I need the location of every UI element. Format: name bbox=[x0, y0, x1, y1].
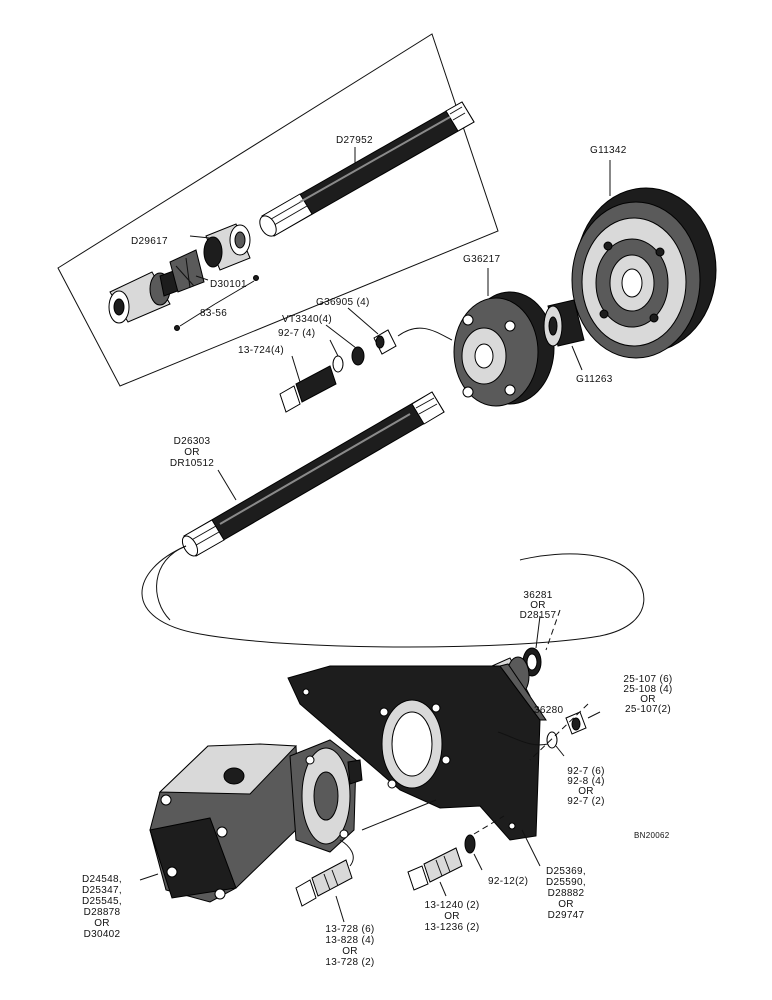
label-92-12: 92-12(2) bbox=[488, 876, 528, 887]
label-d27952: D27952 bbox=[336, 135, 373, 146]
shaft-d26303 bbox=[181, 391, 445, 557]
label-36280: 36280 bbox=[534, 705, 563, 716]
leader-d25369 bbox=[521, 829, 541, 867]
leader-d26303 bbox=[217, 469, 237, 501]
set-screw bbox=[253, 275, 259, 281]
washer-92-7 bbox=[332, 355, 344, 373]
leader-25-107 bbox=[587, 711, 601, 719]
label-vt3340: VT3340(4) bbox=[282, 314, 332, 325]
leader-83-56a bbox=[214, 280, 255, 305]
bolt-13-1240 bbox=[407, 847, 463, 891]
label-d29617: D29617 bbox=[131, 236, 168, 247]
leader-36281 bbox=[535, 615, 541, 649]
label-83-56: 83-56 bbox=[200, 308, 227, 319]
leader-13-728 bbox=[335, 895, 345, 923]
hub-g36217 bbox=[453, 291, 555, 407]
centerline-lower bbox=[473, 815, 505, 835]
set-screw bbox=[174, 325, 180, 331]
bolt-13-728 bbox=[295, 859, 353, 907]
spider-insert-d30101 bbox=[169, 249, 205, 293]
label-g36905: G36905 (4) bbox=[316, 297, 370, 308]
label-g11342: G11342 bbox=[590, 145, 627, 156]
nut-g36905 bbox=[373, 329, 397, 355]
shaft-centerline bbox=[361, 799, 437, 831]
centerline-upper bbox=[545, 609, 561, 651]
leader-vt3340 bbox=[325, 324, 357, 349]
leader-d29617 bbox=[189, 235, 211, 239]
leader-13-724 bbox=[291, 355, 301, 383]
centerline-right bbox=[529, 703, 589, 761]
bolt-13-724 bbox=[279, 365, 337, 413]
leader-loop bbox=[141, 545, 645, 648]
bushing-g11263 bbox=[543, 299, 585, 347]
leader-loop-end bbox=[156, 545, 187, 621]
leader-92-12 bbox=[473, 853, 483, 871]
label-g11263: G11263 bbox=[576, 374, 613, 385]
label-92-7: 92-7 (4) bbox=[278, 328, 315, 339]
pulley-g11342 bbox=[571, 187, 717, 359]
inset-box bbox=[57, 33, 499, 387]
leader-washer-to-plate bbox=[497, 731, 549, 746]
leader-g11263 bbox=[571, 345, 583, 371]
washer-92-12 bbox=[464, 834, 476, 854]
label-13-724: 13-724(4) bbox=[238, 345, 284, 356]
coupling-hub bbox=[203, 223, 251, 271]
leader-d30101 bbox=[195, 275, 209, 281]
leader-83-56b bbox=[179, 303, 216, 327]
label-g36217: G36217 bbox=[463, 254, 501, 265]
leader-g36905 bbox=[347, 307, 379, 335]
nut-25-107 bbox=[565, 711, 587, 735]
leader-d24548 bbox=[139, 873, 159, 881]
coupling-d29617 bbox=[108, 269, 181, 324]
label-d30101: D30101 bbox=[210, 279, 247, 290]
leader-bolt-to-pump bbox=[339, 839, 354, 867]
leader-92-7 bbox=[329, 339, 339, 357]
leader-13-1240 bbox=[439, 881, 447, 897]
washer-92-7-right bbox=[546, 731, 558, 749]
leader-hardware-to-hub bbox=[397, 327, 453, 341]
lockwasher-vt3340 bbox=[351, 346, 365, 366]
hydraulic-pump-d24548 bbox=[149, 739, 363, 903]
shaft-d27952 bbox=[259, 101, 475, 237]
mounting-plate-d25369 bbox=[287, 663, 547, 841]
leader-92-7-right bbox=[555, 745, 565, 757]
label-bn20062: BN20062 bbox=[634, 831, 670, 840]
